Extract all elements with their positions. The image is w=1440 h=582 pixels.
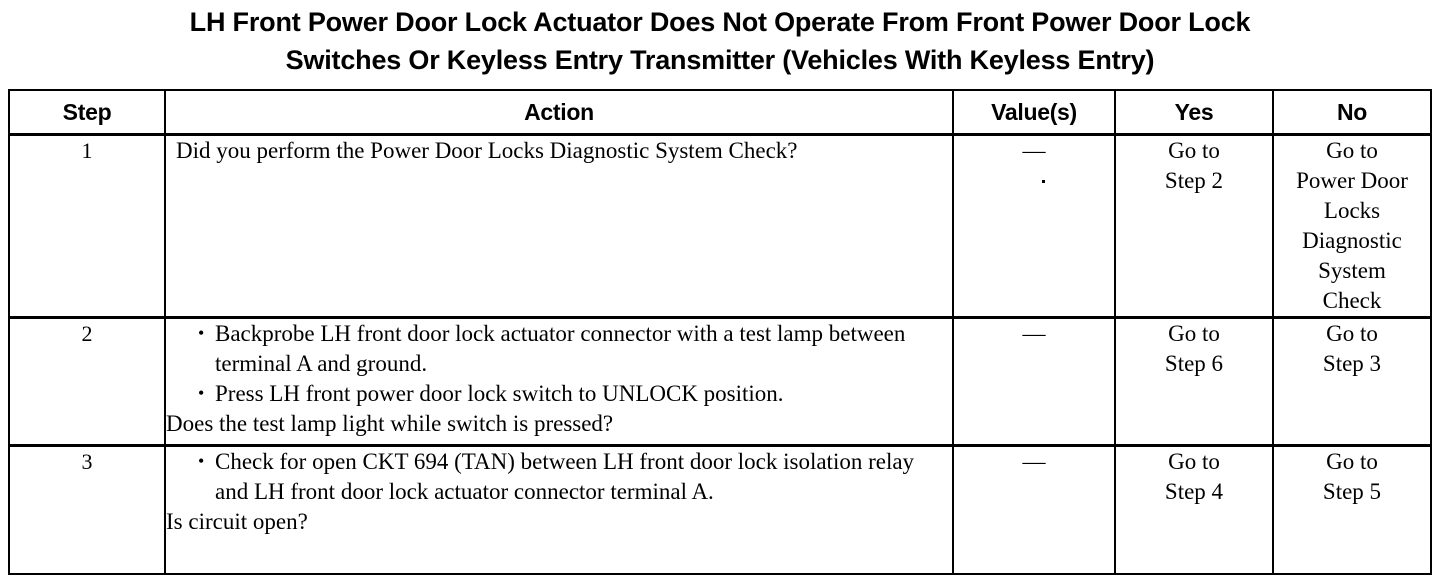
yes-line: Step 2 [1164,168,1224,193]
table-row: 3 • Check for open CKT 694 (TAN) between … [8,444,1432,575]
no-outcome: Go to Step 5 [1272,444,1432,575]
value-text: — [1022,138,1046,163]
bullet-icon: • [198,451,205,471]
no-line: Step 5 [1322,479,1382,504]
bullet-icon: • [198,323,205,343]
page-title-line-1: LH Front Power Door Lock Actuator Does N… [189,7,1251,37]
yes-outcome: Go to Step 2 [1114,133,1274,319]
scan-speck-artifact [1042,180,1045,183]
no-line: Step 3 [1322,351,1382,376]
yes-line: Go to [1168,449,1220,474]
no-outcome: Go to Step 3 [1272,316,1432,447]
step-number: 1 [8,133,166,319]
no-line: Go to [1326,449,1378,474]
list-item-text: Press LH front power door lock switch to… [215,381,784,406]
no-line: Go to [1326,138,1378,163]
no-line: System [1318,258,1386,283]
value-cell: — [952,444,1116,575]
step-number: 3 [8,444,166,575]
table-header-row: Step Action Value(s) Yes No [8,89,1432,136]
value-cell: — [952,316,1116,447]
list-item: • Press LH front power door lock switch t… [198,379,952,409]
list-item: • Check for open CKT 694 (TAN) between LH… [198,447,952,507]
value-text: — [1022,321,1046,346]
yes-line: Step 4 [1164,479,1224,504]
value-cell: — [952,133,1116,319]
no-outcome: Go to Power Door Locks Diagnostic System… [1272,133,1432,319]
no-line: Power Door [1296,168,1408,193]
table-row: 2 • Backprobe LH front door lock actuator… [8,316,1432,447]
list-item: • Backprobe LH front door lock actuator c… [198,319,952,379]
action-description: • Check for open CKT 694 (TAN) between LH… [164,444,954,575]
page-title-line-2: Switches Or Keyless Entry Transmitter (V… [285,45,1155,75]
yes-line: Step 6 [1164,351,1224,376]
diagnostic-steps-table: Step Action Value(s) Yes No 1 Did you pe… [8,89,1432,575]
action-tail-text: Is circuit open? [166,509,308,534]
column-header-action: Action [164,89,954,136]
column-header-no: No [1272,89,1432,136]
no-line: Check [1322,288,1382,313]
action-bullet-list: • Backprobe LH front door lock actuator c… [198,319,952,409]
yes-outcome: Go to Step 6 [1114,316,1274,447]
table-row: 1 Did you perform the Power Door Locks D… [8,133,1432,319]
no-line: Go to [1326,321,1378,346]
column-header-value: Value(s) [952,89,1116,136]
step-number: 2 [8,316,166,447]
list-item-text: Backprobe LH front door lock actuator co… [215,321,906,376]
yes-line: Go to [1168,138,1220,163]
action-bullet-list: • Check for open CKT 694 (TAN) between LH… [198,447,952,507]
action-tail-text: Does the test lamp light while switch is… [166,411,614,436]
page-title: LH Front Power Door Lock Actuator Does N… [0,0,1440,79]
list-item-text: Check for open CKT 694 (TAN) between LH … [215,449,915,504]
value-text: — [1022,449,1046,474]
no-line: Diagnostic [1302,228,1402,253]
bullet-icon: • [198,383,205,403]
column-header-yes: Yes [1114,89,1274,136]
action-description: Did you perform the Power Door Locks Dia… [164,133,954,319]
no-line: Locks [1323,198,1381,223]
column-header-step: Step [8,89,166,136]
yes-outcome: Go to Step 4 [1114,444,1274,575]
yes-line: Go to [1168,321,1220,346]
action-description: • Backprobe LH front door lock actuator c… [164,316,954,447]
action-lead-text: Did you perform the Power Door Locks Dia… [176,138,798,163]
